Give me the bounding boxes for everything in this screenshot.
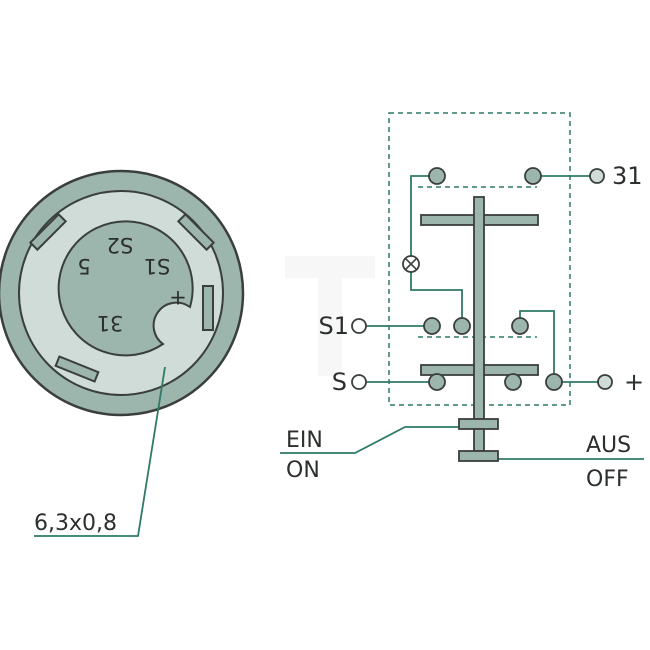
contact-s-bridge bbox=[428, 373, 446, 391]
terminal-slot-right bbox=[202, 285, 214, 331]
position-label-aus: AUS bbox=[586, 433, 631, 458]
contact-31-left bbox=[428, 167, 446, 185]
face-label-5: 5 bbox=[77, 254, 90, 278]
wire-lamp-to-s1-contact bbox=[410, 272, 463, 318]
contact-plus-bridge bbox=[504, 373, 522, 391]
contact-s1-moving bbox=[453, 317, 471, 335]
position-label-ein: EIN bbox=[286, 428, 323, 453]
plunger-position-on bbox=[458, 418, 499, 430]
plunger-stem bbox=[473, 428, 485, 452]
watermark bbox=[285, 256, 375, 376]
switch-housing-outline bbox=[388, 112, 571, 406]
terminal-s-dot bbox=[351, 374, 367, 390]
connector-face-view: S1 S2 5 + 31 6,3x0,8 bbox=[0, 169, 245, 537]
terminal-label-plus: + bbox=[624, 368, 644, 396]
position-label-off: OFF bbox=[586, 467, 629, 492]
contact-31-right bbox=[524, 167, 542, 185]
terminal-slot-upper-left bbox=[28, 212, 68, 252]
terminal-31-dot bbox=[589, 168, 605, 184]
contact-plus-upper bbox=[511, 317, 529, 335]
terminal-s1-dot bbox=[351, 318, 367, 334]
wire-plus-to-contact bbox=[519, 310, 555, 374]
contact-s1-fixed bbox=[423, 317, 441, 335]
contact-plus-fixed bbox=[545, 373, 563, 391]
plunger-position-off bbox=[458, 450, 499, 462]
callout-label: 6,3x0,8 bbox=[34, 511, 117, 536]
terminal-plus-dot bbox=[597, 374, 613, 390]
callout-leader-line bbox=[34, 366, 166, 537]
face-label-s1: S1 bbox=[144, 254, 171, 278]
leader-on-position bbox=[280, 426, 463, 454]
face-label-31: 31 bbox=[97, 311, 124, 335]
indicator-lamp-icon bbox=[402, 255, 420, 273]
face-label-s2: S2 bbox=[107, 233, 134, 257]
terminal-label-s1: S1 bbox=[318, 312, 349, 340]
terminal-slot-lower-left bbox=[54, 355, 100, 383]
terminal-label-s: S bbox=[332, 368, 347, 396]
connector-center-boss bbox=[57, 220, 194, 357]
position-label-on: ON bbox=[286, 458, 320, 483]
terminal-label-31: 31 bbox=[612, 162, 643, 190]
terminal-slot-upper-right bbox=[176, 212, 216, 252]
face-label-plus: + bbox=[169, 286, 187, 310]
switch-schematic: 31 S1 S + EIN ON AUS OFF bbox=[280, 112, 644, 492]
switch-plunger bbox=[473, 196, 485, 420]
